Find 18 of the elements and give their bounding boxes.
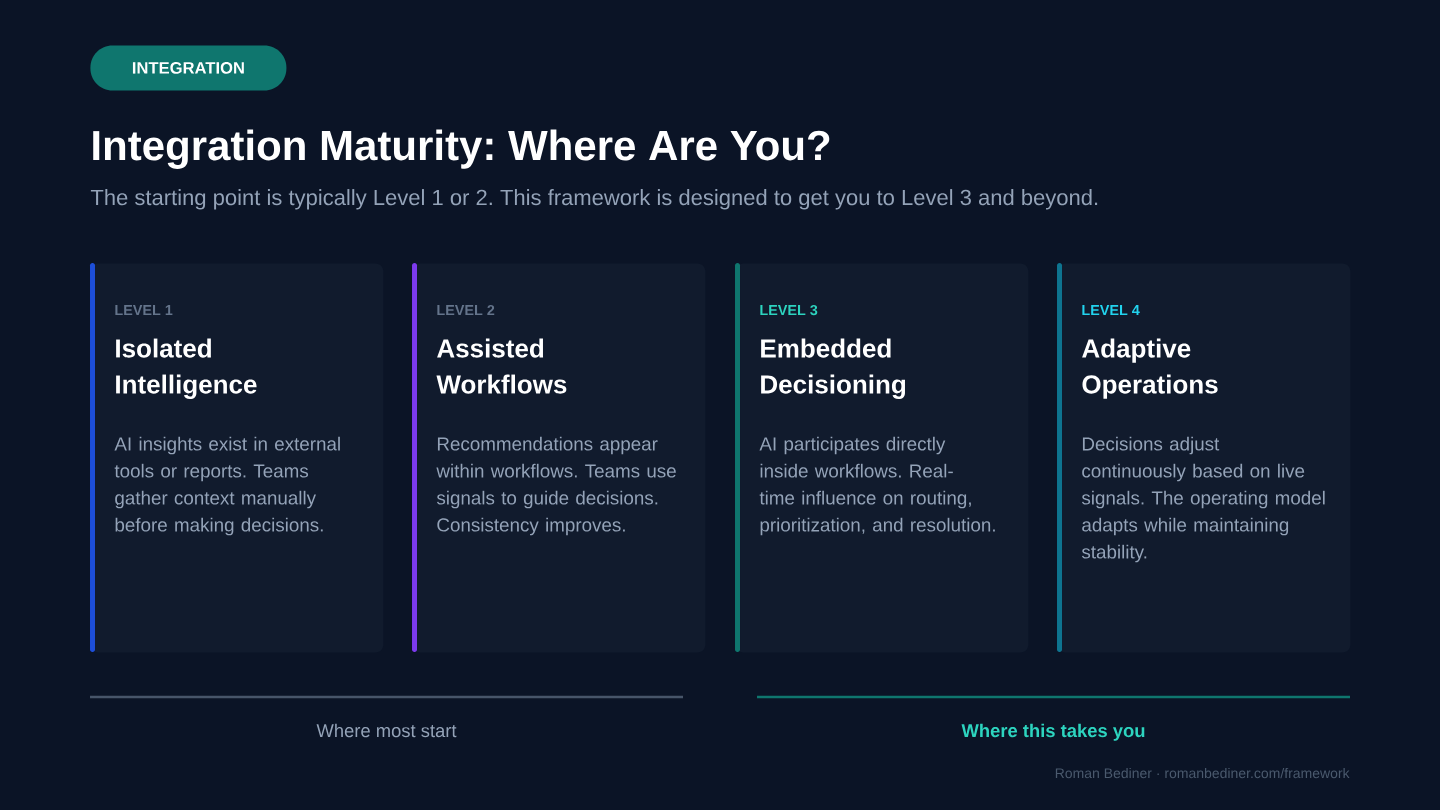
card-heading: Embedded Decisioning xyxy=(761,338,906,399)
card-heading: Assisted Workflows xyxy=(436,338,567,394)
card-heading: Adaptive Operations xyxy=(1082,338,1218,399)
level-label: LEVEL 2 xyxy=(437,304,495,315)
level-label: LEVEL 1 xyxy=(115,305,173,315)
card-heading: Isolated Intelligence xyxy=(116,338,257,399)
range-label: Where most start xyxy=(316,723,457,738)
card-description: AI participates directly inside workflows. Real-time influence on routing, prioritization, and resolution. xyxy=(759,436,995,536)
range-label: Where this takes you xyxy=(961,723,1145,741)
category-badge: INTEGRATION xyxy=(90,45,287,91)
level-label: LEVEL 3 xyxy=(760,304,818,316)
subtitle: The starting point is typically Level 1 or 2. This framework is designed to get you to Level 3 and beyond. xyxy=(90,189,1098,210)
footer-credit: Roman Bediner · romanbediner.com/framework xyxy=(1055,767,1350,779)
level-label: LEVEL 4 xyxy=(1082,305,1140,315)
card-description: AI insights exist in external tools or reports. Teams gather context manually before making decisions. xyxy=(114,436,340,536)
card-description: Decisions adjust continuously based on live signals. The operating model adapts while maintaining stability. xyxy=(1081,436,1325,563)
page-title: Integration Maturity: Where Are You? xyxy=(93,129,830,169)
card-description: Recommendations appear within workflows. Teams use signals to guide decisions. Consistency improves. xyxy=(436,436,676,536)
